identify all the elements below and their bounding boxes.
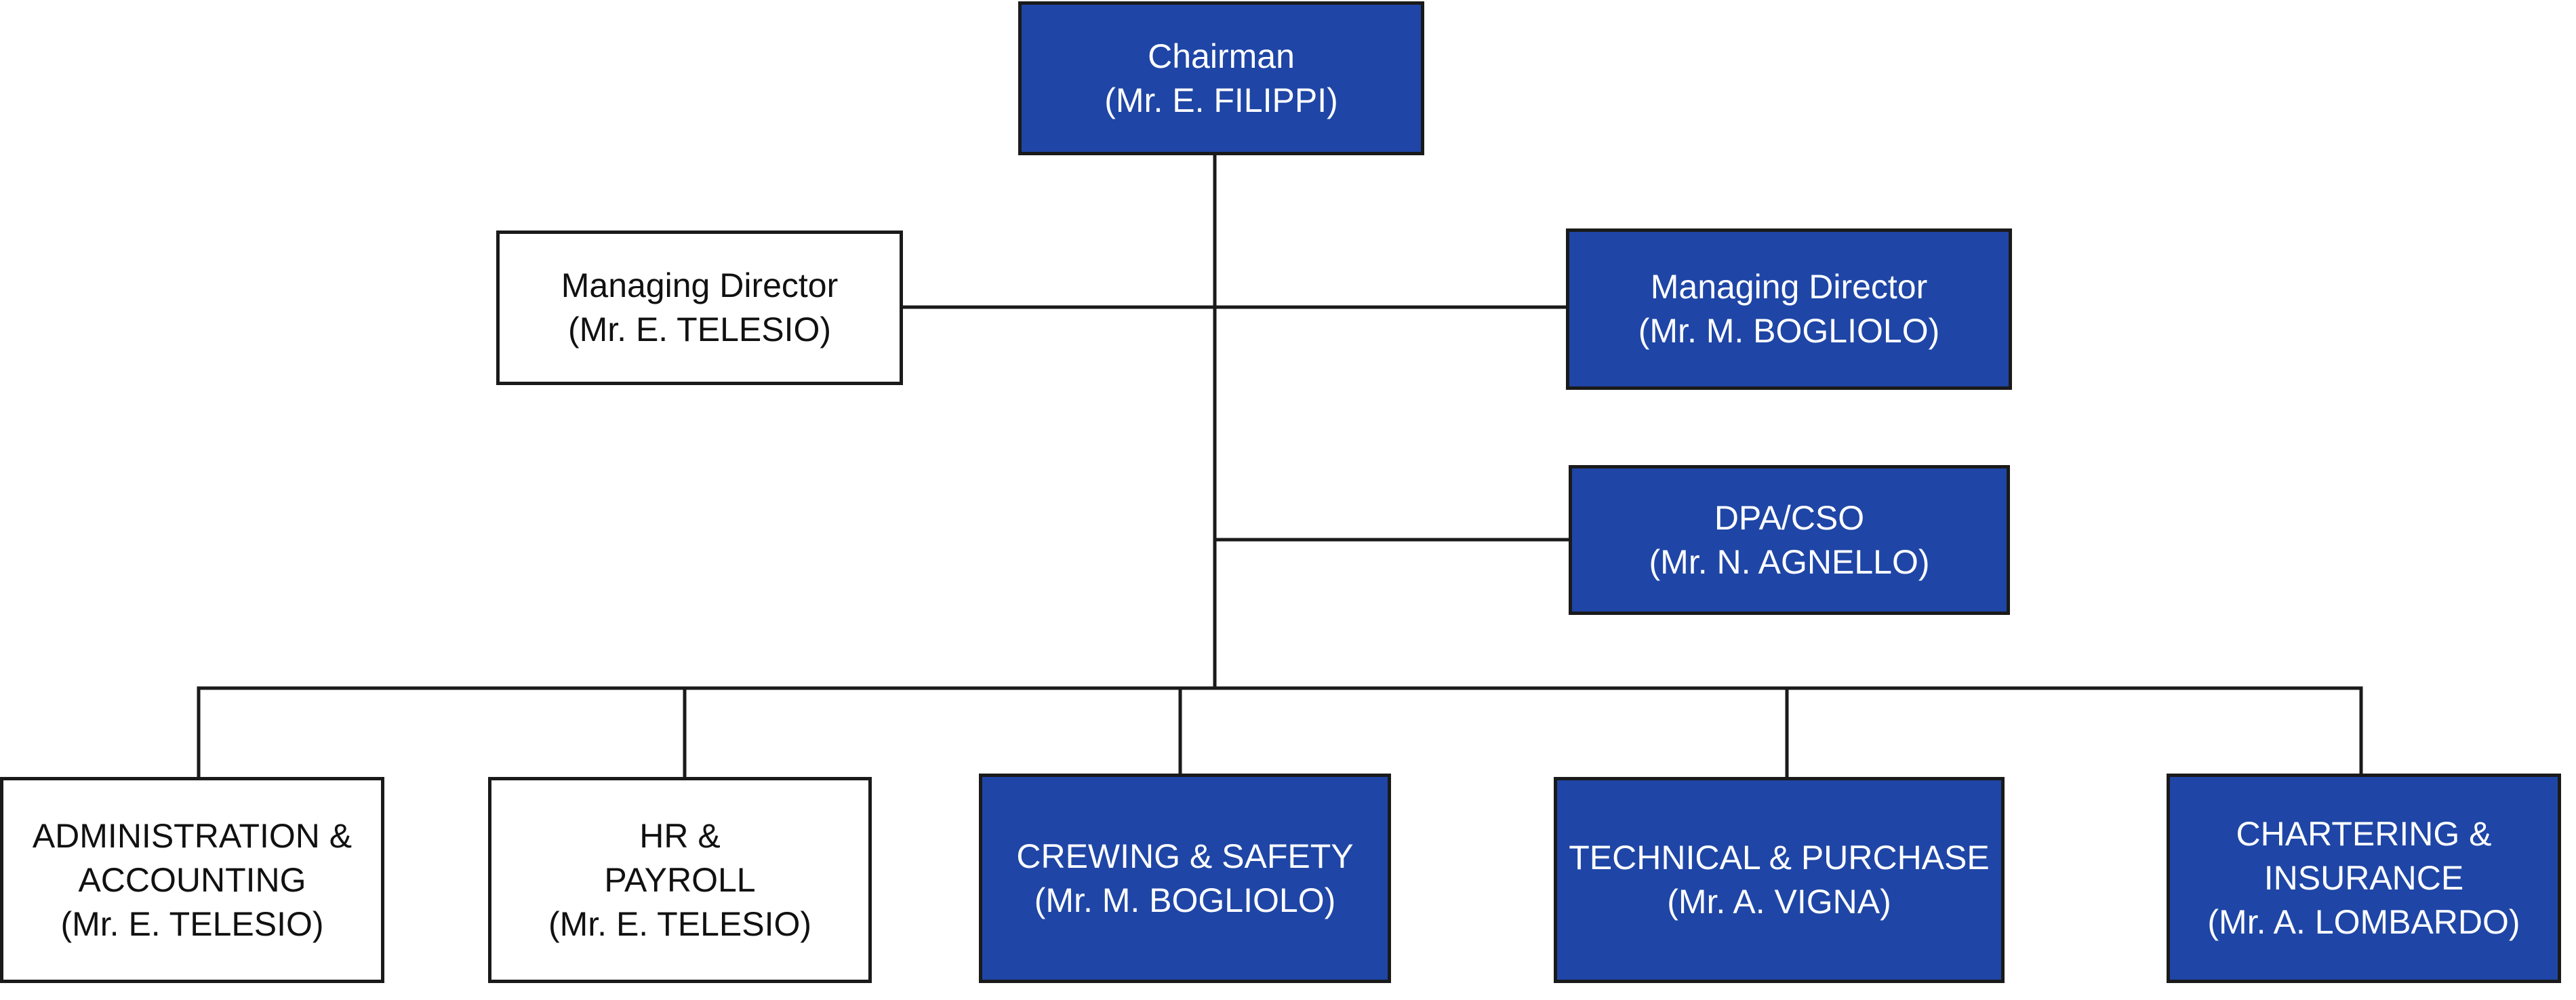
managing-director-right-title: Managing Director	[1650, 268, 1928, 306]
department-technical-person: (Mr. A. VIGNA)	[1667, 883, 1891, 921]
department-crewing-line1: CREWING & SAFETY	[1016, 837, 1354, 875]
dpa-cso-person: (Mr. N. AGNELLO)	[1649, 542, 1930, 581]
dpa-cso-title: DPA/CSO	[1714, 498, 1865, 537]
chairman-box: Chairman (Mr. E. FILIPPI)	[1018, 1, 1424, 155]
department-crewing-box: CREWING & SAFETY (Mr. M. BOGLIOLO)	[979, 774, 1391, 983]
department-crewing-person: (Mr. M. BOGLIOLO)	[1034, 881, 1336, 919]
department-technical-box: TECHNICAL & PURCHASE (Mr. A. VIGNA)	[1554, 777, 2005, 983]
managing-director-left-title: Managing Director	[561, 266, 839, 304]
department-technical-line1: TECHNICAL & PURCHASE	[1569, 839, 1990, 877]
department-administration-box: ADMINISTRATION & ACCOUNTING (Mr. E. TELE…	[0, 777, 384, 983]
chairman-title: Chairman	[1148, 37, 1295, 75]
chairman-person: (Mr. E. FILIPPI)	[1104, 81, 1338, 119]
department-administration-line1: ADMINISTRATION &	[32, 816, 353, 855]
department-hr-line1: HR &	[639, 816, 721, 855]
department-chartering-box: CHARTERING & INSURANCE (Mr. A. LOMBARDO)	[2167, 774, 2561, 983]
managing-director-left-box: Managing Director (Mr. E. TELESIO)	[496, 231, 903, 385]
department-administration-person: (Mr. E. TELESIO)	[60, 904, 324, 943]
department-chartering-line2: INSURANCE	[2263, 859, 2464, 897]
department-administration-line2: ACCOUNTING	[78, 860, 306, 899]
managing-director-right-person: (Mr. M. BOGLIOLO)	[1638, 312, 1940, 350]
managing-director-left-person: (Mr. E. TELESIO)	[567, 311, 832, 348]
department-hr-person: (Mr. E. TELESIO)	[548, 904, 812, 943]
department-hr-line2: PAYROLL	[604, 860, 756, 899]
department-chartering-person: (Mr. A. LOMBARDO)	[2207, 903, 2520, 941]
department-chartering-line1: CHARTERING &	[2236, 815, 2492, 853]
managing-director-right-box: Managing Director (Mr. M. BOGLIOLO)	[1566, 228, 2012, 390]
department-hr-box: HR & PAYROLL (Mr. E. TELESIO)	[488, 777, 872, 983]
dpa-cso-box: DPA/CSO (Mr. N. AGNELLO)	[1569, 465, 2010, 615]
